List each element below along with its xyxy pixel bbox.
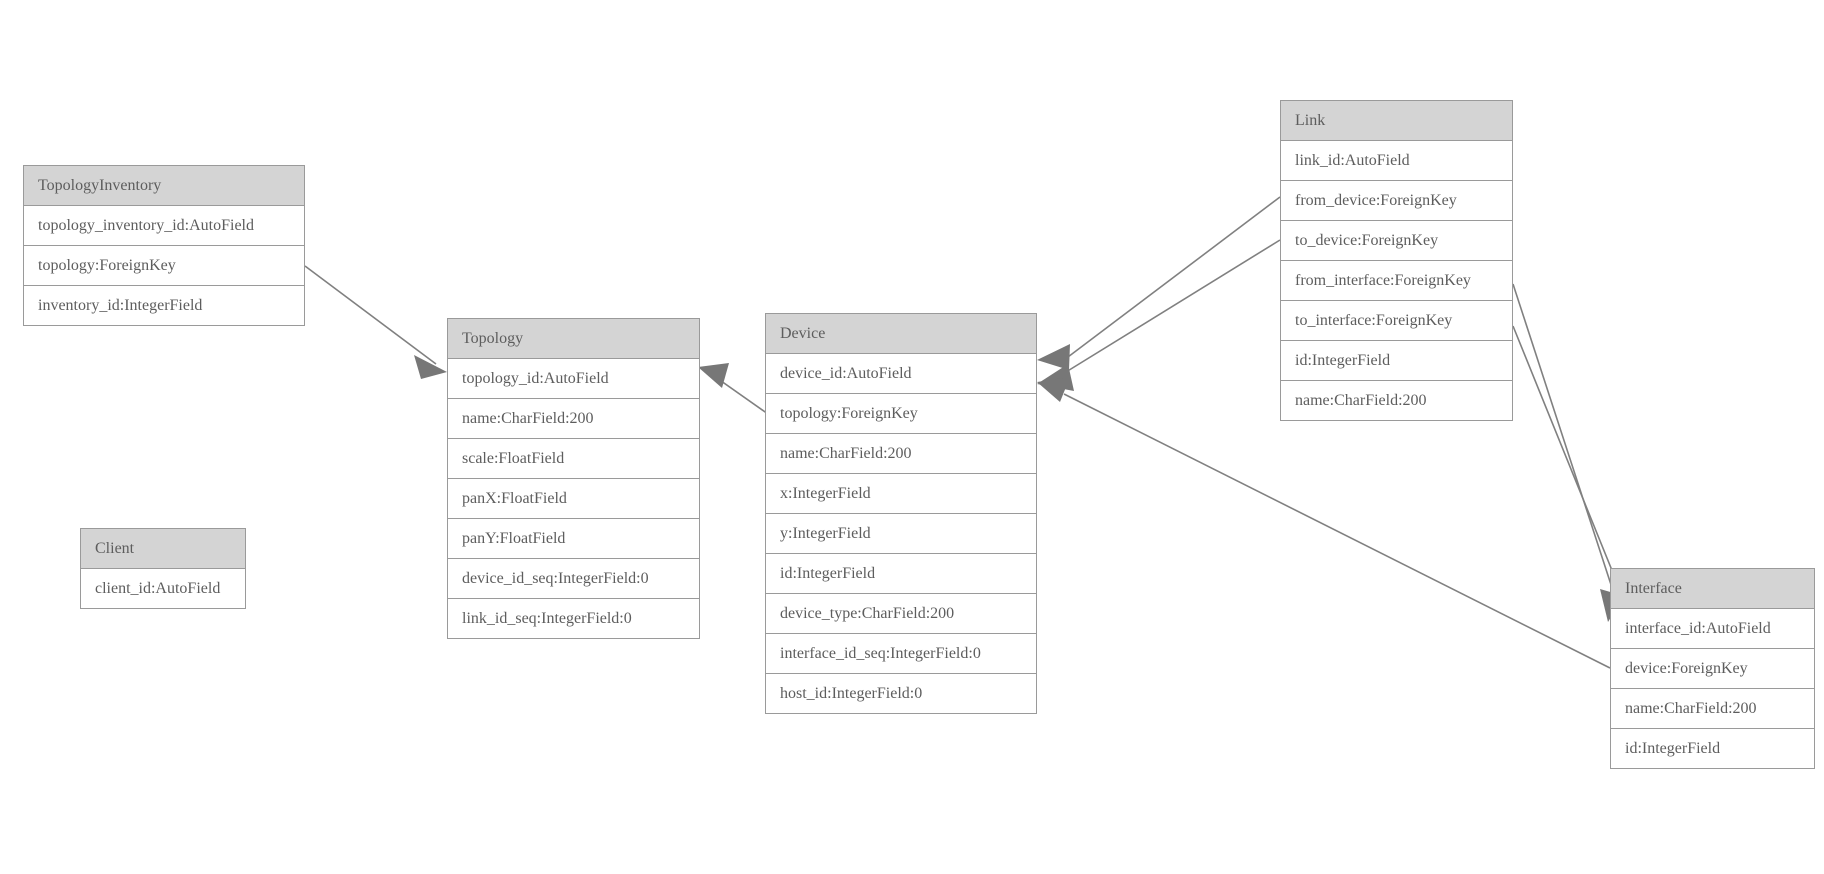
entity-device-field: x:IntegerField — [766, 474, 1036, 514]
entity-topology-field: link_id_seq:IntegerField:0 — [448, 599, 699, 639]
entity-device-field: interface_id_seq:IntegerField:0 — [766, 634, 1036, 674]
entity-topologyinventory-field: topology_inventory_id:AutoField — [24, 206, 304, 246]
entity-device-field: device_type:CharField:200 — [766, 594, 1036, 634]
entity-topology-field: name:CharField:200 — [448, 399, 699, 439]
entity-link-field: from_device:ForeignKey — [1281, 181, 1512, 221]
entity-device-field: host_id:IntegerField:0 — [766, 674, 1036, 714]
entity-topology-title: Topology — [448, 319, 699, 359]
entity-topologyinventory-field: topology:ForeignKey — [24, 246, 304, 286]
entity-link-field: to_device:ForeignKey — [1281, 221, 1512, 261]
entity-interface-field: interface_id:AutoField — [1611, 609, 1814, 649]
entity-device-field: topology:ForeignKey — [766, 394, 1036, 434]
entity-device-title: Device — [766, 314, 1036, 354]
entity-topology-field: panX:FloatField — [448, 479, 699, 519]
entity-interface-field: device:ForeignKey — [1611, 649, 1814, 689]
entity-link-field: id:IntegerField — [1281, 341, 1512, 381]
entity-topologyinventory-title: TopologyInventory — [24, 166, 304, 206]
entity-topology-field: device_id_seq:IntegerField:0 — [448, 559, 699, 599]
entity-device-field: id:IntegerField — [766, 554, 1036, 594]
entity-link-field: from_interface:ForeignKey — [1281, 261, 1512, 301]
entity-device-field: y:IntegerField — [766, 514, 1036, 554]
entity-interface-field: name:CharField:200 — [1611, 689, 1814, 729]
entity-topology-field: panY:FloatField — [448, 519, 699, 559]
entity-device-field: name:CharField:200 — [766, 434, 1036, 474]
edge-link-from-device — [1037, 196, 1281, 370]
edge-topologyinventory-topology — [304, 265, 447, 379]
entity-topologyinventory-field: inventory_id:IntegerField — [24, 286, 304, 326]
entity-interface-title: Interface — [1611, 569, 1814, 609]
entity-client-field: client_id:AutoField — [81, 569, 245, 609]
edge-link-from-interface — [1512, 283, 1624, 622]
entity-interface-field: id:IntegerField — [1611, 729, 1814, 769]
entity-link-title: Link — [1281, 101, 1512, 141]
entity-client-title: Client — [81, 529, 245, 569]
entity-device-field: device_id:AutoField — [766, 354, 1036, 394]
entity-link-field: name:CharField:200 — [1281, 381, 1512, 421]
entity-topology-field: topology_id:AutoField — [448, 359, 699, 399]
entity-link-field: link_id:AutoField — [1281, 141, 1512, 181]
edge-link-to-device — [1037, 239, 1281, 391]
entity-link-field: to_interface:ForeignKey — [1281, 301, 1512, 341]
edge-device-topology — [698, 363, 769, 415]
entity-topology-field: scale:FloatField — [448, 439, 699, 479]
